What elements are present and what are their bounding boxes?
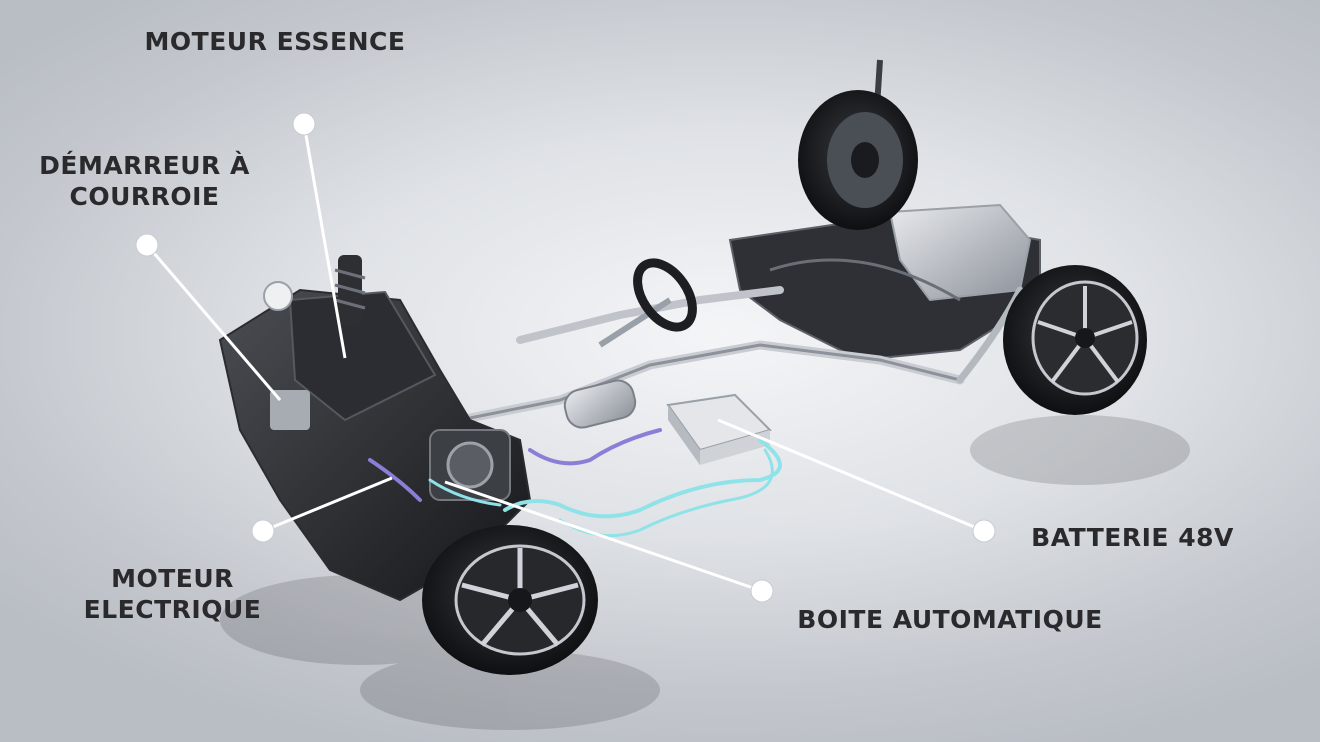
- marker-boite: [750, 579, 774, 603]
- rear-left-wheel: [798, 90, 918, 230]
- battery-48v-unit: [666, 393, 772, 465]
- leader-moteur-electrique: [262, 476, 393, 533]
- leader-boite: [444, 480, 763, 593]
- leader-demarreur: [145, 244, 282, 401]
- label-boite-automatique: BOITE AUTOMATIQUE: [797, 605, 1103, 634]
- marker-moteur-electrique: [251, 519, 275, 543]
- steering-wheel: [598, 258, 697, 348]
- callout-markers: [135, 112, 996, 603]
- label-moteur-electrique: MOTEUR ELECTRIQUE: [83, 564, 262, 624]
- leader-moteur-essence: [302, 123, 347, 359]
- marker-moteur-essence: [292, 112, 316, 136]
- front-right-wheel: [422, 525, 598, 675]
- leader-batterie: [717, 418, 985, 533]
- label-batterie-48v: BATTERIE 48V: [1031, 523, 1234, 552]
- rear-right-wheel: [1003, 265, 1147, 415]
- callout-leaders: [145, 123, 985, 593]
- marker-batterie: [972, 519, 996, 543]
- label-moteur-essence: MOTEUR ESSENCE: [144, 27, 406, 56]
- front-coilover: [334, 255, 366, 325]
- marker-demarreur: [135, 233, 159, 257]
- label-demarreur-courroie: DÉMARREUR À COURROIE: [39, 151, 250, 211]
- rear-floor-pan: [728, 203, 1041, 362]
